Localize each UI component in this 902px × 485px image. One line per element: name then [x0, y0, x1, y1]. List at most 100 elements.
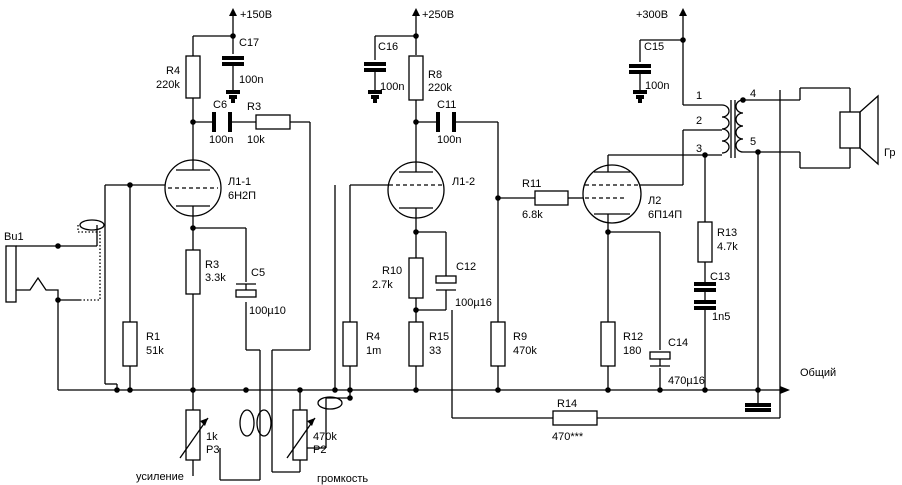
r4a-value: 220k	[156, 79, 180, 91]
l1-1-value: 6Н2П	[228, 190, 256, 202]
r3a-ref: R3	[247, 101, 261, 113]
potentiometer-p3[interactable]: 1k P3 усиление	[136, 409, 219, 483]
tube-l1-1: Л1-1 6Н2П	[164, 159, 256, 217]
r11-ref: R11	[522, 178, 541, 190]
l1-2-ref: Л1-2	[452, 176, 475, 188]
c6-ref: C6	[213, 99, 227, 111]
c16-value: 100n	[380, 81, 404, 93]
potentiometer-p2[interactable]: 470k P2 громкость	[286, 409, 368, 485]
c12-ref: C12	[456, 261, 476, 273]
resistor-r8: R8 220k	[408, 55, 452, 101]
resistor-r3-plate: R3 10k	[247, 101, 291, 146]
resistor-r4-stage1: R4 220k	[156, 55, 201, 99]
r10-value: 2.7k	[372, 279, 393, 291]
output-transformer: 1 2 3 4 5	[696, 88, 756, 158]
wires	[57, 8, 851, 481]
capacitor-c11: C11 100n	[436, 99, 461, 146]
resistor-r13: R13 4.7k	[697, 221, 738, 263]
c17-value: 100n	[239, 74, 263, 86]
c6-value: 100n	[209, 134, 233, 146]
r9-value: 470k	[513, 345, 537, 357]
p2-ref: P2	[313, 444, 326, 456]
resistor-r14: R14 470***	[552, 398, 598, 443]
capacitor-c5: C5 100µ10	[235, 267, 286, 317]
l2-ref: Л2	[648, 195, 661, 207]
r1-value: 51k	[146, 345, 164, 357]
p3-caption: усиление	[136, 471, 184, 483]
transformer-pin2: 2	[696, 115, 702, 127]
c17-ref: C17	[239, 37, 259, 49]
ground-label: Общий	[800, 367, 836, 379]
speaker-gr: Гр	[839, 94, 895, 166]
resistor-r1: R1 51k	[122, 321, 164, 367]
r4a-ref: R4	[166, 65, 180, 77]
chassis-ground-symbol	[745, 403, 771, 412]
r4b-value: 1m	[366, 345, 381, 357]
r11-value: 6.8k	[522, 209, 543, 221]
c14-value: 470µ16	[668, 375, 705, 387]
resistor-r12: R12 180	[600, 321, 643, 367]
transformer-pin1: 1	[696, 90, 702, 102]
speaker-ref: Гр	[884, 147, 895, 159]
p3-ref: P3	[206, 444, 219, 456]
capacitor-c17: C17 100n	[222, 37, 263, 103]
resistor-r4-stage2: R4 1m	[342, 321, 381, 367]
r12-ref: R12	[623, 331, 643, 343]
r14-value: 470***	[552, 431, 584, 443]
c14-ref: C14	[668, 337, 688, 349]
bu1-ref: Вu1	[4, 231, 24, 243]
r3a-value: 10k	[247, 134, 265, 146]
capacitor-c16: C16 100n	[364, 41, 404, 103]
capacitor-c15: C15 100n	[629, 41, 669, 103]
c13-ref: C13	[710, 271, 730, 283]
junction-dots	[55, 33, 761, 401]
r15-ref: R15	[429, 331, 449, 343]
input-jack-bu1[interactable]: Вu1	[4, 231, 59, 303]
shield-marker-p2	[317, 396, 343, 410]
c11-value: 100n	[437, 134, 461, 146]
r8-value: 220k	[428, 82, 452, 94]
shield-marker-input	[79, 219, 105, 231]
r3b-value: 3.3k	[205, 272, 226, 284]
resistor-r3-cathode: R3 3.3k	[185, 249, 226, 295]
resistor-r9: R9 470k	[490, 321, 537, 367]
rail-plus300-label: +300В	[636, 9, 668, 21]
shield-marker-p3-right	[256, 409, 272, 437]
shield-marker-p3-left	[239, 409, 255, 437]
r1-ref: R1	[146, 331, 160, 343]
c15-value: 100n	[645, 80, 669, 92]
c15-ref: C15	[644, 41, 664, 53]
c16-ref: C16	[378, 41, 398, 53]
p3-value: 1k	[206, 431, 218, 443]
c5-value: 100µ10	[249, 305, 286, 317]
transformer-pin4: 4	[750, 88, 756, 100]
p2-caption: громкость	[317, 473, 368, 485]
r13-value: 4.7k	[717, 241, 738, 253]
tube-l1-2: Л1-2	[387, 161, 475, 219]
rail-plus150-label: +150В	[240, 9, 272, 21]
r3b-ref: R3	[205, 259, 219, 271]
l2-value: 6П14П	[648, 209, 682, 221]
resistor-r15: R15 33	[408, 321, 449, 367]
c12-value: 100µ16	[455, 297, 492, 309]
resistor-r11: R11 6.8k	[522, 178, 569, 221]
r14-ref: R14	[557, 398, 577, 410]
transformer-pin5: 5	[750, 136, 756, 148]
c11-ref: C11	[437, 99, 456, 111]
resistor-r10: R10 2.7k	[372, 257, 424, 299]
r8-ref: R8	[428, 69, 442, 81]
rail-plus250-label: +250В	[422, 9, 454, 21]
tube-l2: Л2 6П14П	[582, 164, 682, 224]
r15-value: 33	[429, 345, 441, 357]
r9-ref: R9	[513, 331, 527, 343]
c5-ref: C5	[251, 267, 265, 279]
l1-1-ref: Л1-1	[228, 176, 251, 188]
c13-value: 1n5	[712, 311, 730, 323]
capacitor-c13: C13 1n5	[694, 271, 730, 330]
capacitor-c12: C12 100µ16	[435, 261, 492, 309]
r4b-ref: R4	[366, 331, 380, 343]
capacitor-c6: C6 100n	[209, 99, 233, 146]
capacitor-c14: C14 470µ16	[649, 337, 705, 387]
p2-value: 470k	[313, 431, 337, 443]
